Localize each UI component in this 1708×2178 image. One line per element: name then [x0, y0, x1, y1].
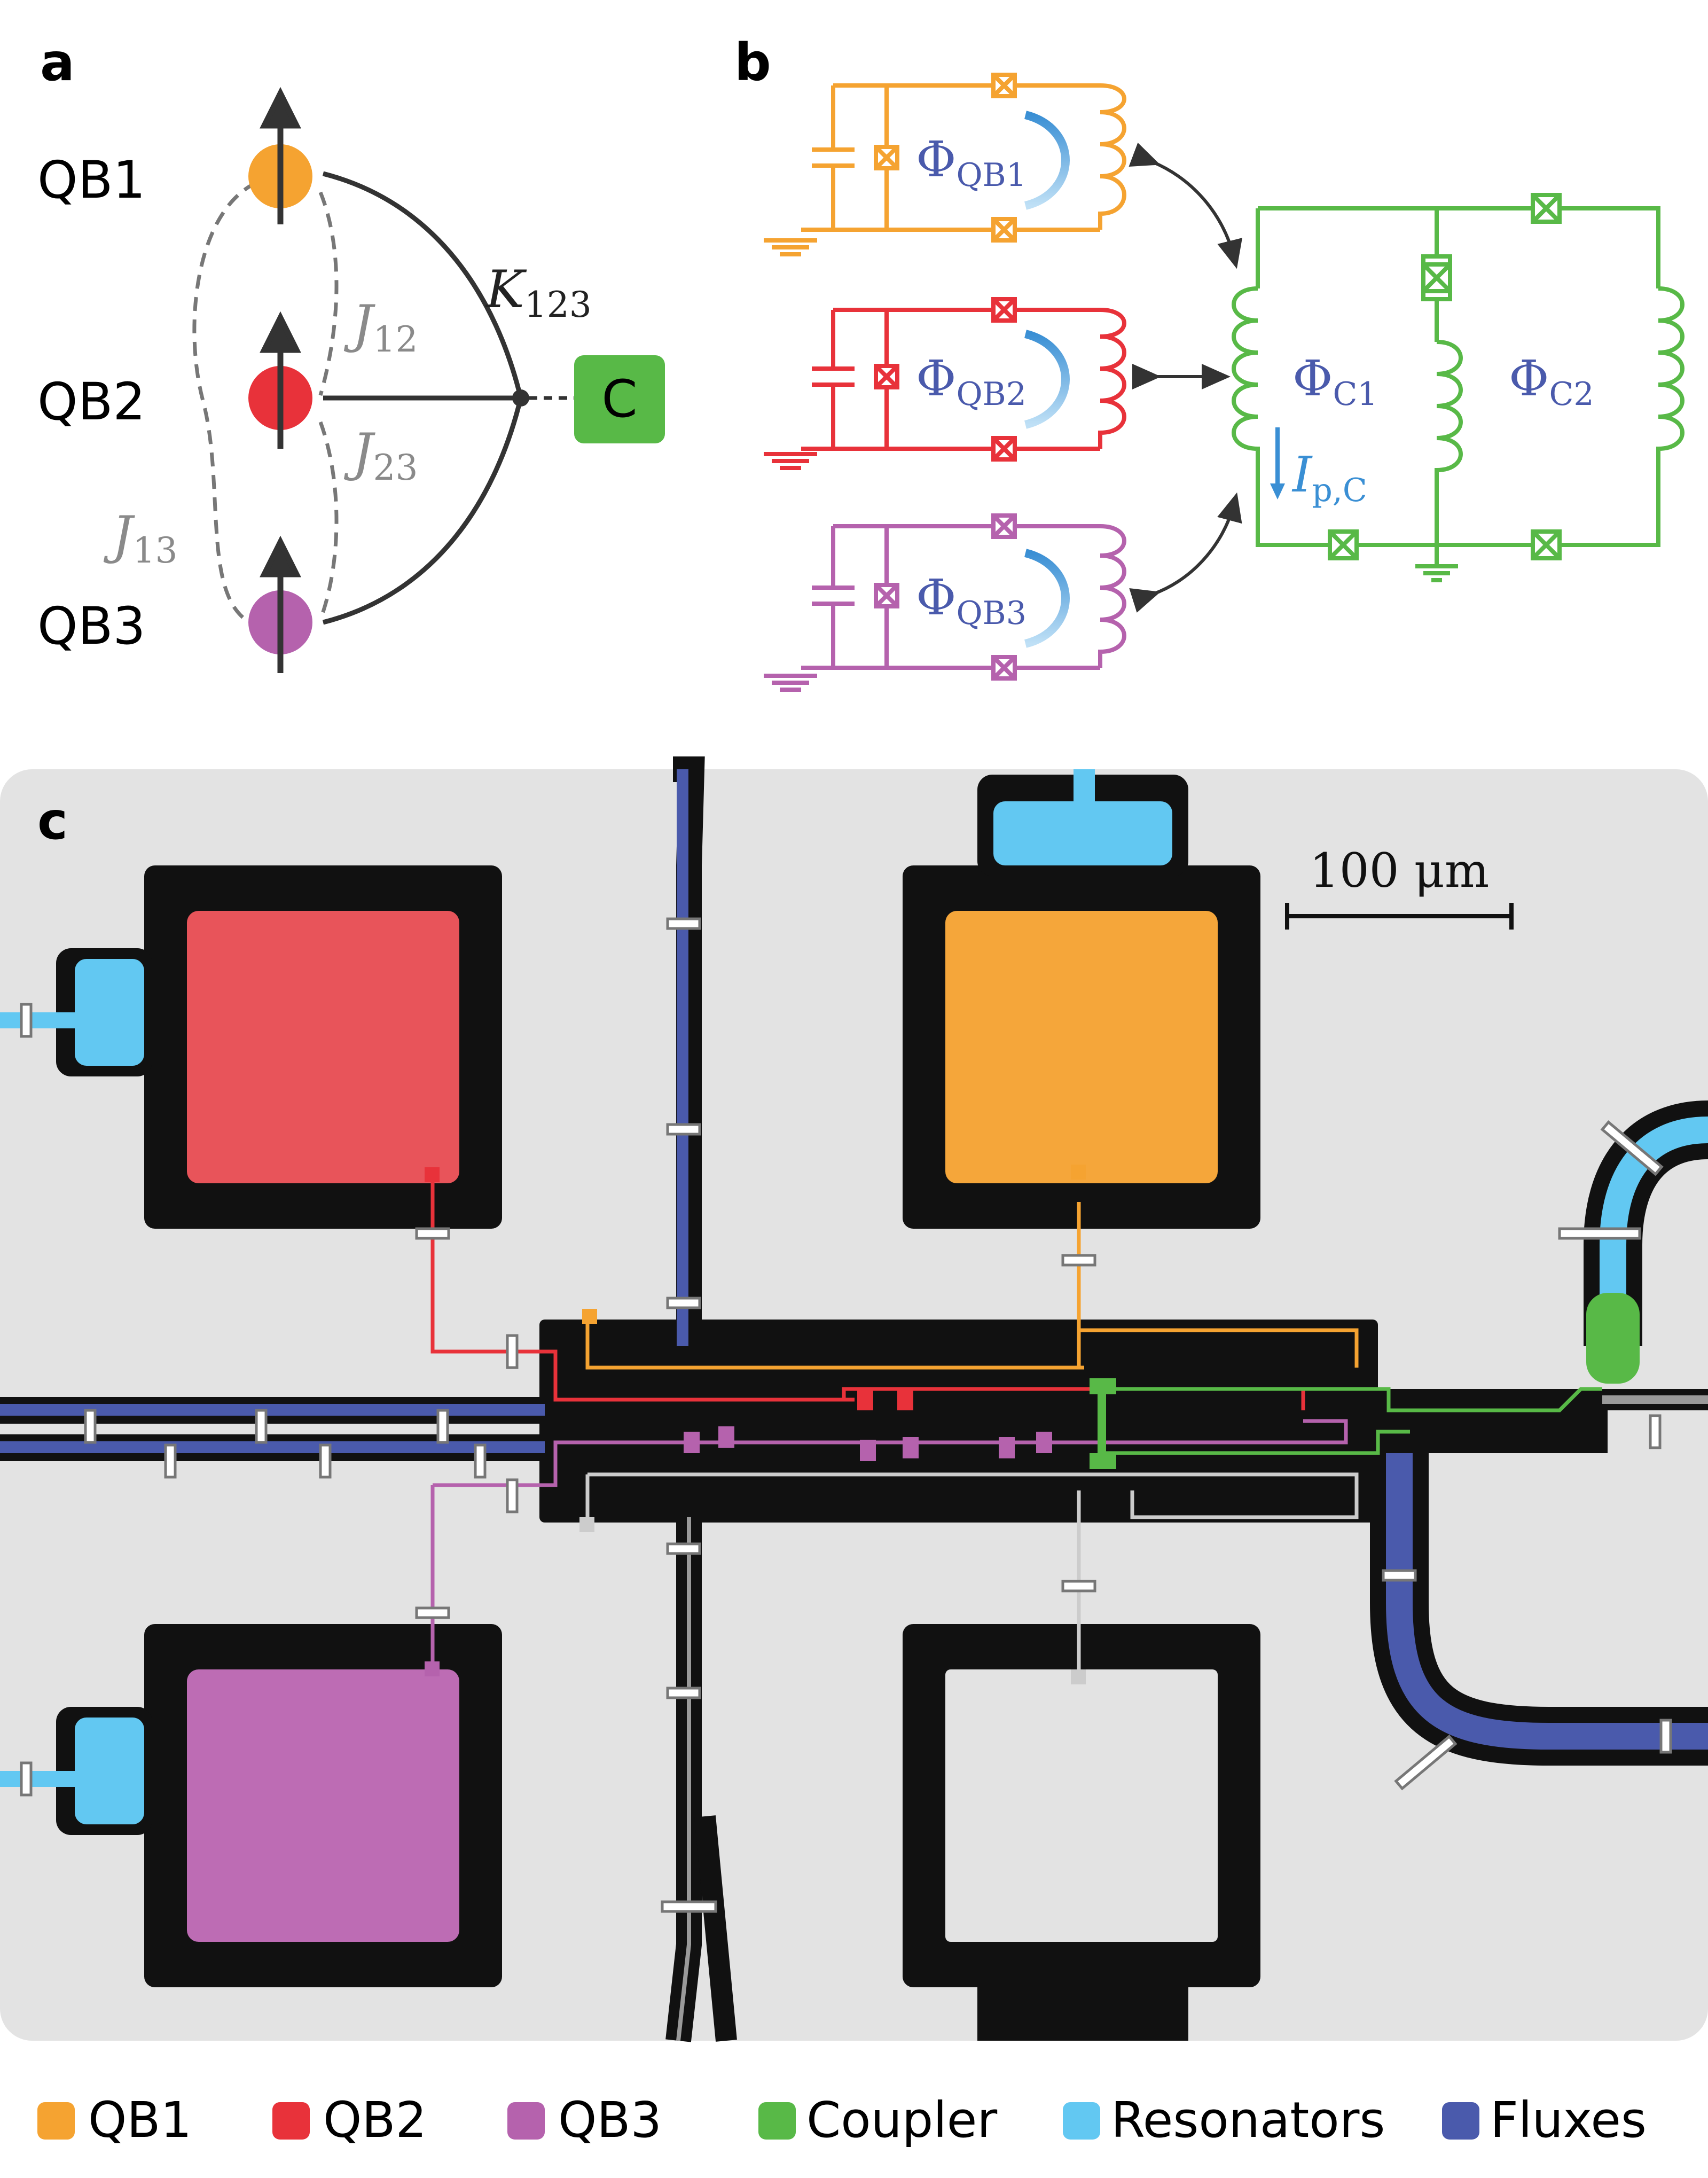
legend-swatch-qb1	[37, 2102, 75, 2140]
legend-label-qb1: QB1	[88, 2091, 192, 2149]
qb3-resonator-coupler	[75, 1718, 144, 1824]
j23-coupling-line	[318, 421, 339, 621]
coupler-output-line	[1602, 1395, 1708, 1404]
flux-line-left-2	[0, 1441, 545, 1453]
legend-label-qb3: QB3	[558, 2091, 662, 2149]
phi-c2-label: ΦC2	[1509, 350, 1594, 413]
legend-swatch-qb3	[507, 2102, 545, 2140]
qb1-label: QB1	[37, 150, 146, 210]
phi-c1-label: ΦC1	[1292, 350, 1378, 413]
legend-item-fluxes: Fluxes	[1442, 2091, 1647, 2149]
panel-a: a QB1 QB2 QB3 C K123 J12	[37, 33, 665, 673]
qb1-coupler-arrow	[1129, 142, 1242, 269]
phi-qb2-label: ΦQB2	[916, 350, 1027, 413]
legend-label-qb2: QB2	[323, 2091, 427, 2149]
qb2-flux-arc	[1024, 330, 1070, 429]
qb1-circuit	[764, 73, 1126, 256]
qb3-label: QB3	[37, 596, 146, 656]
scale-bar-label: 100 μm	[1310, 843, 1490, 898]
panel-b: b	[734, 33, 1685, 692]
routing-traces	[430, 1175, 1602, 1677]
j23-label: J23	[343, 423, 418, 488]
legend-item-resonators: Resonators	[1063, 2091, 1385, 2149]
j13-coupling-line	[192, 174, 278, 621]
coupler-label: C	[601, 369, 637, 429]
flux-line-right	[1386, 1453, 1708, 1750]
qb1-flux-arc	[1024, 111, 1070, 210]
panel-c-label: c	[37, 791, 68, 851]
qb2-pad	[187, 911, 459, 1183]
k123-node	[512, 389, 529, 407]
legend-item-qb2: QB2	[272, 2091, 427, 2149]
empty-pad-port	[977, 1977, 1188, 2041]
coupler-right-extension	[1367, 1389, 1608, 1453]
qb2-resonator-line	[0, 1012, 80, 1028]
legend-label-coupler: Coupler	[806, 2091, 997, 2149]
k123-line-qb1	[322, 171, 523, 399]
qb3-coupler-arrow	[1129, 492, 1242, 613]
qb2-arrow-head	[260, 311, 301, 353]
k123-line-qb3	[322, 397, 523, 625]
coupler-box	[574, 355, 665, 443]
j12-coupling-line	[318, 191, 339, 396]
coupler-control-trace	[1100, 1387, 1602, 1455]
qb3-flux-arc	[1024, 549, 1070, 648]
panel-a-label: a	[40, 33, 75, 92]
legend-swatch-qb2	[272, 2102, 310, 2140]
phi-qb3-label: ΦQB3	[916, 569, 1027, 632]
qb2-label: QB2	[37, 372, 146, 432]
legend-swatch-fluxes	[1442, 2102, 1479, 2140]
bottom-control-line-frame-2	[694, 1815, 737, 2042]
flux-line-left-1	[0, 1404, 545, 1416]
qb2-resonator-coupler	[75, 959, 144, 1066]
coupler-resonator-line	[1600, 1117, 1708, 1346]
j12-label: J12	[343, 294, 418, 360]
legend-item-qb1: QB1	[37, 2091, 192, 2149]
qb1-resonator-line	[1074, 769, 1095, 807]
bottom-control-line	[676, 1517, 691, 2041]
j13-label: J13	[103, 505, 177, 571]
airbridges	[20, 917, 1672, 1913]
qb2-circuit	[764, 297, 1126, 470]
panel-b-label: b	[734, 33, 771, 92]
legend-label-resonators: Resonators	[1111, 2091, 1385, 2149]
legend-label-fluxes: Fluxes	[1490, 2091, 1647, 2149]
empty-pad-window	[945, 1669, 1218, 1942]
phi-qb1-label: ΦQB1	[916, 131, 1027, 194]
bottom-control-trace	[585, 1472, 1359, 1519]
legend-item-qb3: QB3	[507, 2091, 662, 2149]
qb3-pad	[187, 1669, 459, 1942]
qb3-arrow-head	[260, 535, 301, 577]
qb1-pad	[945, 911, 1218, 1183]
coupler-circuit	[1232, 193, 1685, 582]
qb3-control-trace	[430, 1419, 1348, 1667]
qb1-resonator-coupler	[993, 801, 1172, 865]
qb1-arrow-head	[260, 87, 301, 129]
qb3-circuit	[764, 513, 1126, 692]
k123-label: K123	[485, 260, 592, 325]
coupler-resonator-coupling	[1586, 1293, 1640, 1384]
ip-c-label: Ip,C	[1291, 446, 1367, 509]
junction-blocks	[425, 1165, 1116, 1684]
legend-swatch-resonators	[1063, 2102, 1100, 2140]
legend-item-coupler: Coupler	[758, 2091, 997, 2149]
coupler-routing-region	[539, 1320, 1378, 1523]
legend: QB1 QB2 QB3 Coupler Resonators Fluxes	[37, 2091, 1647, 2149]
qb3-resonator-line	[0, 1771, 80, 1787]
panel-c: c	[0, 756, 1708, 2042]
legend-swatch-coupler	[758, 2102, 796, 2140]
current-arrow-head	[1270, 483, 1285, 499]
